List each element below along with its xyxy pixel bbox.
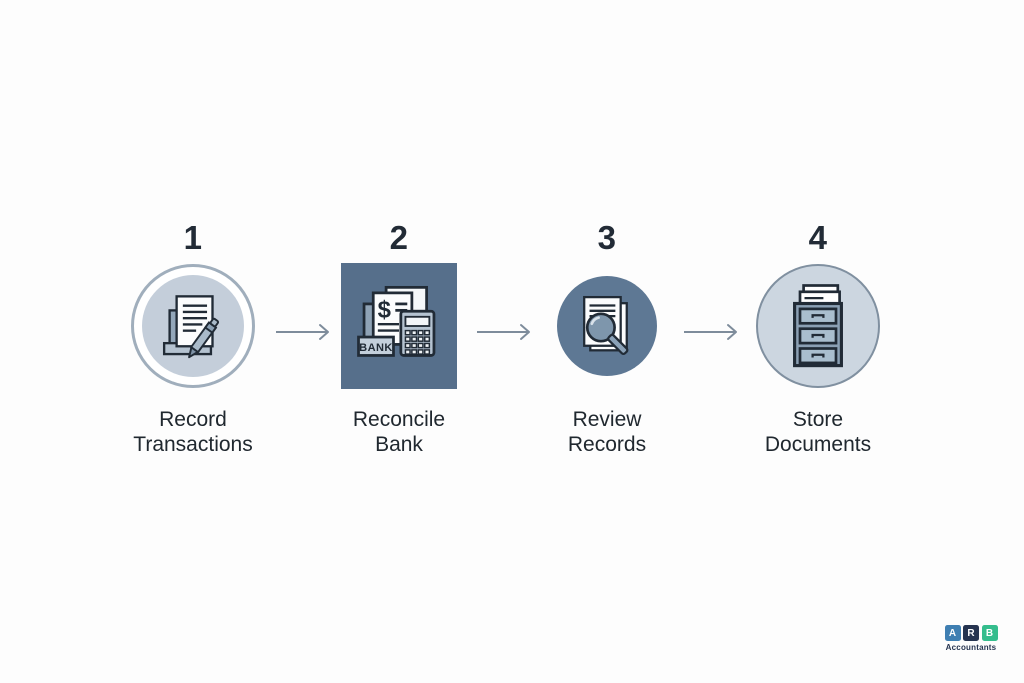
step-3-graphic — [557, 276, 657, 376]
logo-letter-a: A — [944, 625, 961, 641]
step-4-graphic — [756, 264, 880, 388]
bank-sign-text: BANK — [359, 342, 393, 354]
filing-cabinet-icon — [793, 284, 843, 368]
logo-letter-r: R — [963, 625, 979, 641]
logo-letter-b: B — [981, 625, 998, 641]
step-1-label: Record Transactions — [133, 408, 253, 456]
magnifier-documents-icon — [583, 295, 629, 356]
logo-subtitle: Accountants — [945, 643, 997, 652]
step-3-circle — [557, 276, 657, 376]
arrow-right-icon — [684, 324, 737, 340]
step-2-square: $ BANK — [341, 263, 457, 389]
step-2-number: 2 — [389, 219, 409, 256]
step-4-circle — [756, 264, 880, 388]
step-3-label: Review Records — [567, 408, 647, 456]
step-1-graphic — [131, 264, 255, 388]
arb-accountants-logo: A R B Accountants — [941, 625, 1001, 652]
bank-statement-calculator-icon: $ BANK — [357, 285, 436, 357]
step-2-label: Reconcile Bank — [352, 408, 446, 456]
svg-text:$: $ — [378, 297, 391, 324]
step-4-number: 4 — [808, 219, 828, 256]
document-pen-icon — [162, 295, 220, 359]
step-4-label: Store Documents — [764, 408, 872, 456]
step-2-graphic: $ BANK — [341, 263, 457, 389]
arrow-right-icon — [276, 324, 329, 340]
step-1-circle — [131, 264, 255, 388]
step-1-number: 1 — [183, 219, 203, 256]
step-3-number: 3 — [597, 219, 617, 256]
arrow-right-icon — [477, 324, 530, 340]
